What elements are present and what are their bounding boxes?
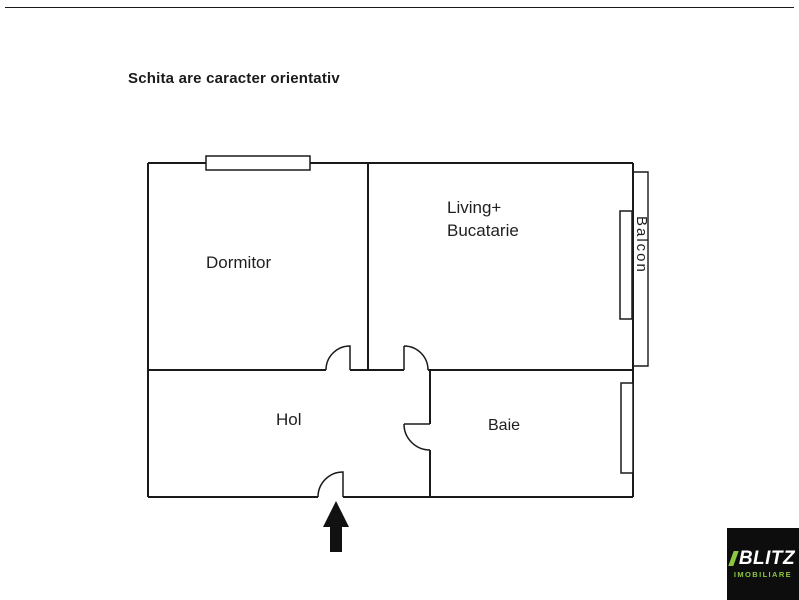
door-arc-entrance bbox=[317, 471, 344, 498]
room-label-hol: Hol bbox=[276, 410, 302, 429]
window-dormitor bbox=[205, 155, 311, 171]
outer-walls bbox=[147, 162, 634, 498]
window-baie bbox=[620, 382, 634, 474]
room-label-balcon: Balcon bbox=[633, 216, 650, 274]
room-label-baie: Baie bbox=[488, 417, 520, 434]
logo-brand-row: BLITZ bbox=[728, 548, 796, 570]
logo-slash-icon bbox=[728, 551, 739, 567]
logo-subtitle-text: IMOBILIARE bbox=[733, 570, 793, 580]
window-balcony bbox=[619, 210, 633, 320]
logo-blitz-imobiliare: BLITZ IMOBILIARE bbox=[727, 528, 799, 600]
balcony-outline bbox=[633, 171, 649, 367]
door-arc-baie bbox=[403, 423, 431, 451]
entrance-arrow bbox=[323, 501, 349, 552]
door-arc-living bbox=[403, 345, 429, 371]
room-label-living-line1: Living+ bbox=[447, 198, 501, 217]
logo-brand-text: BLITZ bbox=[738, 548, 796, 570]
disclaimer-text: Schita are caracter orientativ bbox=[128, 70, 340, 87]
room-label-dormitor: Dormitor bbox=[206, 253, 272, 272]
top-border-line bbox=[5, 7, 794, 8]
door-arc-dormitor bbox=[325, 345, 351, 371]
room-label-living-line2: Bucatarie bbox=[447, 221, 519, 240]
interior-walls bbox=[148, 163, 633, 497]
